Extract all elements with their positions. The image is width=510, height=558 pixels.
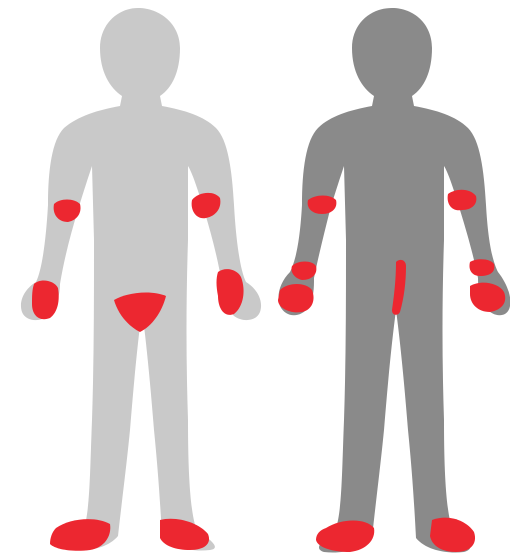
front-figure [21, 8, 261, 551]
back-figure [278, 8, 510, 552]
back-mark-right-foot [316, 521, 374, 553]
back-body-silhouette [278, 8, 510, 552]
back-mark-left-wrist [469, 259, 494, 276]
back-mark-right-hand [278, 284, 314, 312]
front-mark-left-foot [160, 519, 209, 550]
front-mark-right-hand [32, 281, 59, 320]
